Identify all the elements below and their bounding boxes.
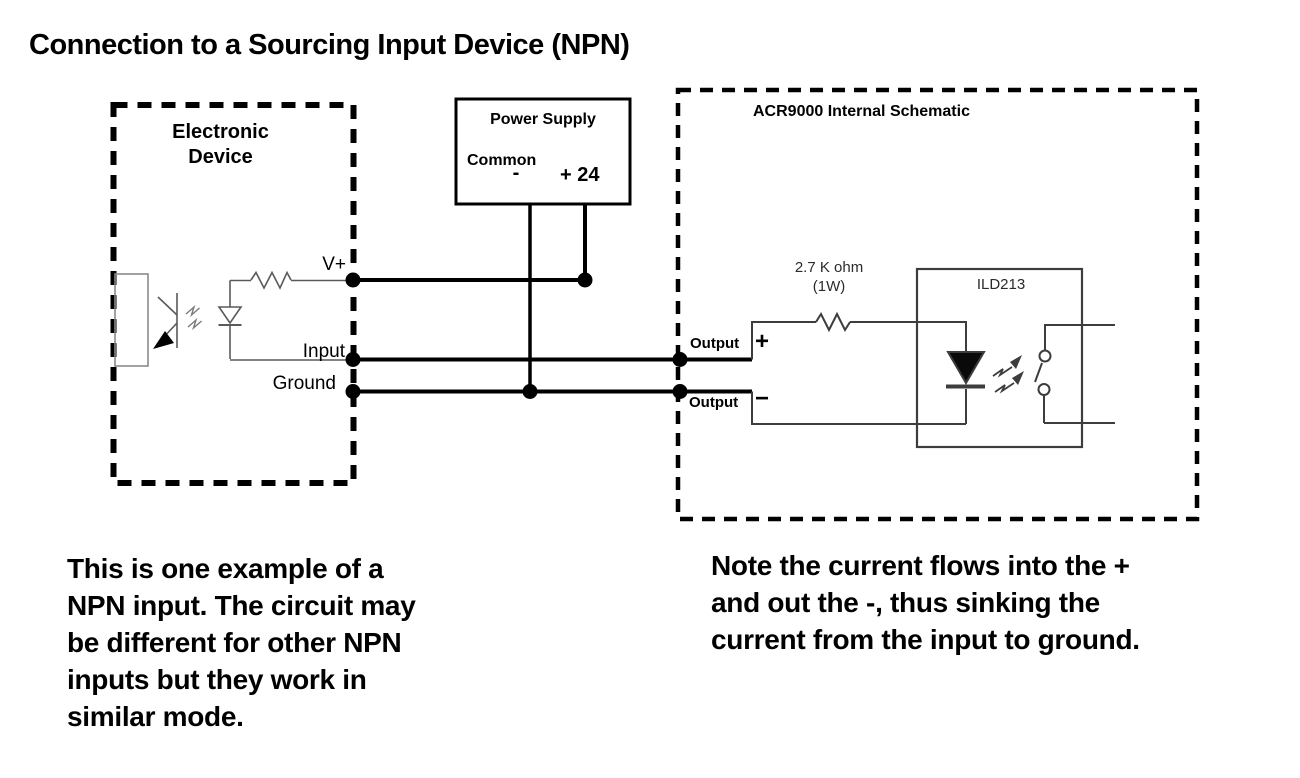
device-optocoupler xyxy=(114,270,348,367)
light-arrow-icon xyxy=(187,317,202,331)
detector-top-lead xyxy=(1044,324,1115,350)
acr-wire xyxy=(751,391,966,425)
junction-dot xyxy=(577,272,593,288)
electronic-device-label: Electronic Device xyxy=(172,121,269,168)
power-supply-box xyxy=(454,97,632,206)
output-plus-sign: + xyxy=(755,328,770,355)
opto-led-triangle xyxy=(946,351,986,385)
light-arrow-icon xyxy=(994,382,1015,394)
power-supply-common-label: Common xyxy=(467,152,537,169)
resistor-value-label: 2.7 K ohm (1W) xyxy=(794,259,864,295)
light-arrowhead-icon xyxy=(1010,355,1022,369)
ild213-label: ILD213 xyxy=(976,276,1026,293)
led-triangle xyxy=(217,306,243,325)
light-arrow-icon xyxy=(185,304,200,318)
junction-dot xyxy=(672,352,688,367)
output-minus-label: Output xyxy=(689,394,739,411)
terminal-label-input: Input xyxy=(302,341,345,362)
device-resistor xyxy=(250,270,292,290)
page-title: Connection to a Sourcing Input Device (N… xyxy=(29,29,630,61)
output-minus-sign: − xyxy=(755,385,770,412)
acr9000-internal-circuit xyxy=(751,267,1115,449)
output-plus-label: Output xyxy=(690,335,740,352)
acr-wire xyxy=(850,321,967,352)
contact-circle xyxy=(1037,383,1051,396)
power-supply-plus24-label: + 24 xyxy=(560,164,600,186)
light-arrow-icon xyxy=(992,366,1013,378)
terminal-label-vplus: V+ xyxy=(322,254,346,275)
contact-circle xyxy=(1038,349,1052,363)
junction-dot xyxy=(345,272,361,288)
note-left-paragraph: This is one example of a NPN input. The … xyxy=(67,553,416,732)
detector-bottom-lead xyxy=(1043,395,1115,424)
field-wiring xyxy=(348,203,752,394)
power-supply-minus-label: - xyxy=(512,162,520,184)
junction-dot xyxy=(345,352,361,367)
junction-dot xyxy=(522,384,538,399)
acr-resistor xyxy=(815,311,851,333)
emitter-arrowhead-icon xyxy=(153,331,174,349)
switch-blade xyxy=(1034,362,1043,383)
sensor-body xyxy=(114,273,149,367)
acr9000-box xyxy=(675,87,1200,522)
terminal-label-ground: Ground xyxy=(272,373,336,394)
junction-dot xyxy=(345,384,361,399)
phototransistor-collector xyxy=(157,296,178,316)
acr9000-title: ACR9000 Internal Schematic xyxy=(753,103,970,120)
junction-dots xyxy=(345,272,688,399)
light-arrowhead-icon xyxy=(1012,371,1024,385)
acr-wire xyxy=(751,321,816,360)
power-supply-title: Power Supply xyxy=(490,111,596,128)
note-right-paragraph: Note the current flows into the + and ou… xyxy=(711,550,1140,655)
junction-dot xyxy=(672,384,688,399)
ild213-box xyxy=(915,267,1084,449)
electronic-device-box xyxy=(110,102,357,486)
